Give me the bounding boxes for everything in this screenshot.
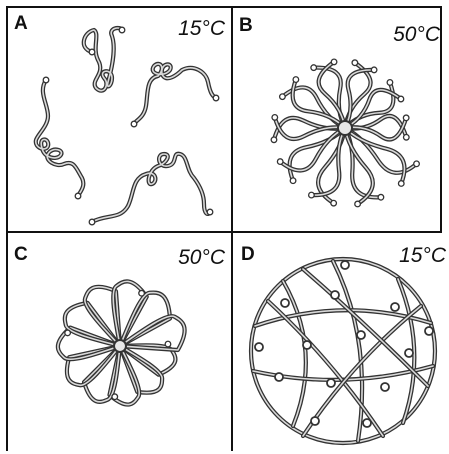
chain-end bbox=[213, 95, 219, 101]
chain-end bbox=[398, 96, 404, 102]
chain-end bbox=[293, 77, 299, 83]
panel-d: D 15°C bbox=[233, 233, 440, 451]
cage-junction bbox=[275, 373, 283, 381]
chain-end bbox=[403, 115, 409, 121]
polymer-chain bbox=[92, 154, 210, 222]
chain-end bbox=[331, 200, 337, 206]
cage-junction bbox=[357, 331, 365, 339]
chain-end bbox=[271, 137, 277, 143]
chain-end bbox=[414, 161, 420, 167]
chain-end bbox=[65, 330, 71, 336]
chain-end bbox=[131, 121, 137, 127]
star-micelle-looped bbox=[8, 233, 231, 451]
chain-end bbox=[352, 60, 358, 66]
frame-right bbox=[440, 6, 442, 231]
free-polymer-chains bbox=[8, 8, 231, 231]
chain-end bbox=[280, 94, 286, 100]
cage-junction bbox=[381, 383, 389, 391]
chain-end bbox=[277, 159, 283, 165]
cage-junction bbox=[405, 349, 413, 357]
polymer-strand-core bbox=[92, 154, 210, 222]
cage-junction bbox=[255, 343, 263, 351]
polymer-strand-core bbox=[333, 261, 362, 441]
chain-end bbox=[398, 181, 404, 187]
polymer-strand-core bbox=[268, 301, 383, 436]
cage-strand bbox=[268, 301, 383, 436]
cage-junction bbox=[363, 419, 371, 427]
chain-end bbox=[119, 27, 125, 33]
chain-end bbox=[290, 178, 296, 184]
polymer-strand-core bbox=[84, 28, 122, 91]
micelle-core bbox=[338, 121, 352, 135]
chain-end bbox=[387, 80, 393, 86]
chain-end bbox=[404, 134, 410, 140]
chain-end bbox=[89, 49, 95, 55]
panel-c: C 50°C bbox=[8, 233, 231, 451]
cage-junction bbox=[327, 379, 335, 387]
chain-end bbox=[371, 67, 377, 73]
chain-end bbox=[378, 194, 384, 200]
chain-end bbox=[89, 219, 95, 225]
polymer-chain bbox=[84, 28, 122, 91]
chain-end bbox=[165, 341, 171, 347]
chain-end bbox=[331, 59, 337, 65]
cage-network bbox=[233, 233, 448, 451]
chain-end bbox=[43, 77, 49, 83]
chain-end bbox=[75, 193, 81, 199]
panel-b: B 50°C bbox=[233, 8, 440, 231]
chain-end bbox=[311, 65, 317, 71]
panel-a: A 15°C bbox=[8, 8, 231, 231]
cage-junction bbox=[341, 261, 349, 269]
cage-junction bbox=[311, 417, 319, 425]
cage-junction bbox=[281, 299, 289, 307]
chain-end bbox=[112, 394, 118, 400]
chain-end bbox=[272, 115, 278, 121]
micelle-core bbox=[114, 340, 126, 352]
chain-end bbox=[355, 201, 361, 207]
chain-end bbox=[207, 209, 213, 215]
polymer-chain bbox=[36, 80, 84, 196]
chain-end bbox=[139, 290, 145, 296]
star-micelle-extended bbox=[233, 8, 440, 231]
chain-end bbox=[309, 192, 315, 198]
cage-junction bbox=[391, 303, 399, 311]
cage-junction bbox=[331, 291, 339, 299]
cage-strand bbox=[333, 261, 362, 441]
cage-junction bbox=[303, 341, 311, 349]
cage-junction bbox=[425, 327, 433, 335]
